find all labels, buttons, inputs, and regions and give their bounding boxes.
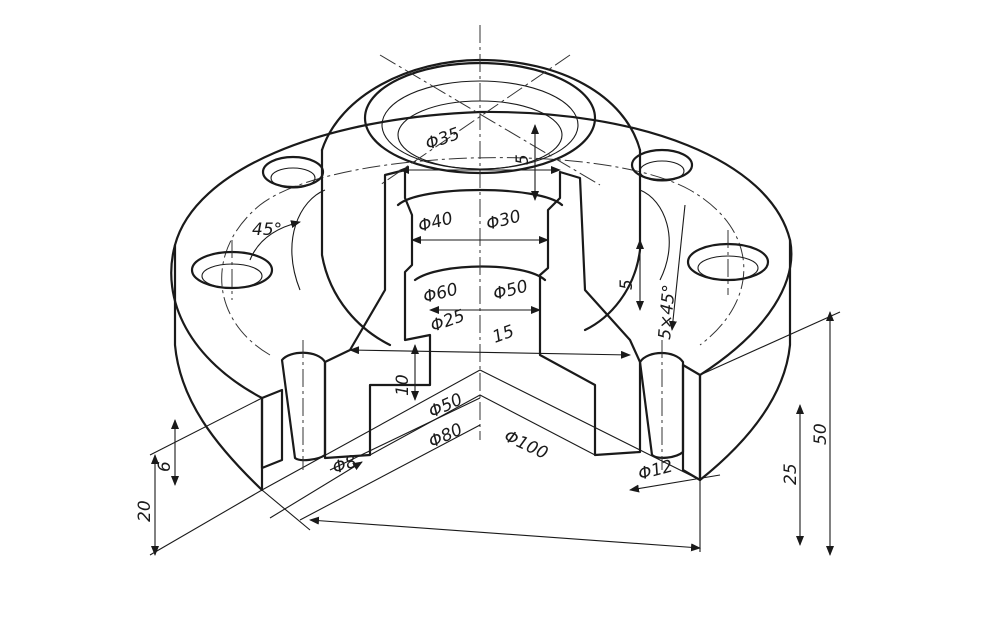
label-d80: Φ80 — [426, 420, 466, 453]
label-h5-top: 5 — [513, 154, 533, 165]
section-hatch-left — [260, 168, 432, 470]
label-d50-top: Φ50 — [491, 276, 530, 304]
label-h5-mid: 5 — [617, 279, 637, 290]
label-d35: Φ35 — [423, 124, 463, 155]
bolt-hole-back-left — [261, 155, 325, 189]
label-h15: 15 — [490, 322, 517, 348]
label-d12: Φ12 — [636, 456, 675, 484]
hub — [291, 58, 670, 347]
label-h25: 25 — [781, 463, 801, 485]
label-d40: Φ40 — [416, 208, 455, 236]
label-d50: Φ50 — [426, 390, 466, 423]
dimension-lines — [149, 124, 841, 556]
label-d100: Φ100 — [501, 426, 551, 464]
label-d60: Φ60 — [421, 279, 460, 307]
label-angle45: 45° — [252, 220, 282, 240]
center-lines — [231, 25, 729, 470]
label-h10: 10 — [393, 374, 413, 396]
label-h20: 20 — [135, 500, 155, 522]
label-h50: 50 — [811, 423, 831, 445]
label-chamfer: 5×45° — [655, 284, 680, 341]
cut-lines — [261, 369, 701, 491]
label-d30: Φ30 — [484, 206, 523, 234]
bolt-hole-back-right — [630, 148, 694, 182]
label-h6: 6 — [155, 461, 175, 472]
dimension-labels: Φ35 Φ40 Φ30 Φ60 Φ50 Φ25 Φ50 Φ80 Φ100 Φ8 … — [135, 124, 831, 522]
